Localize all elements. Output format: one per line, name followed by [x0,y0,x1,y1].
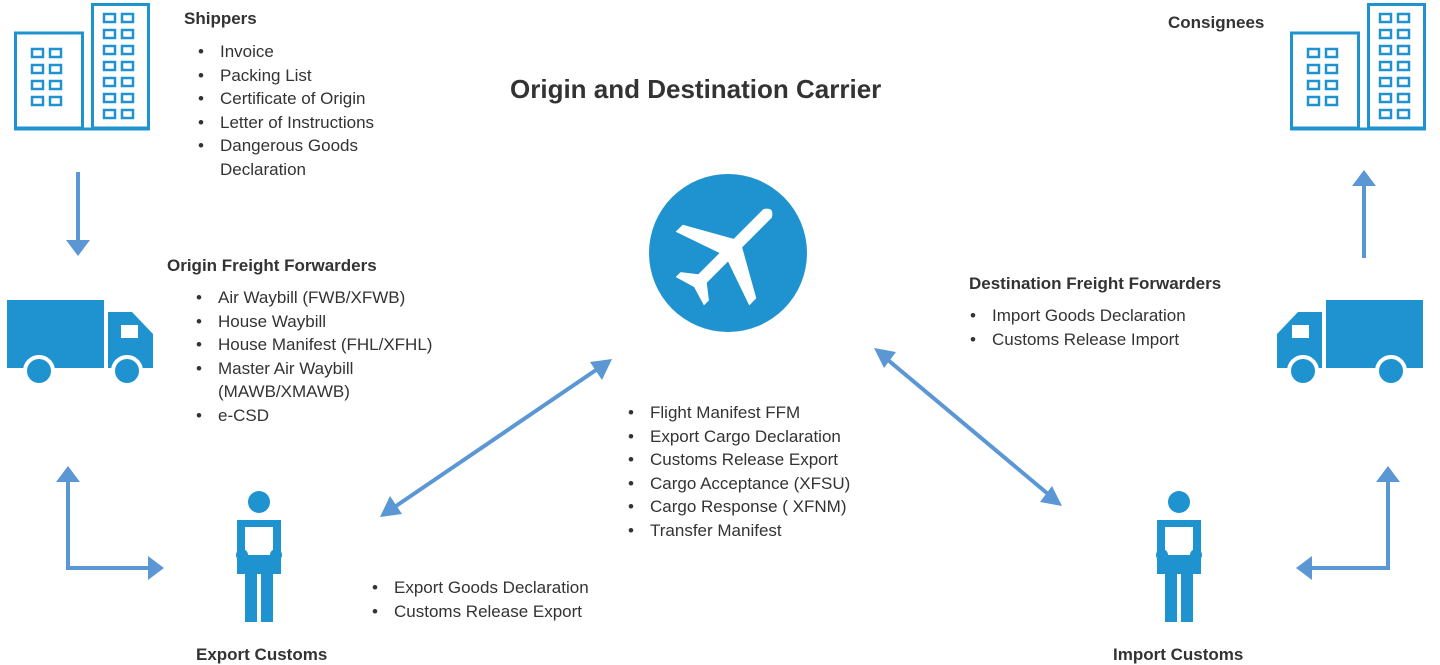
export-officer-icon [236,491,282,622]
airplane-icon [649,174,807,332]
list-item: Letter of Instructions [194,111,424,135]
export-customs-heading: Export Customs [196,645,328,664]
list-item: Air Waybill (FWB/XFWB) [192,286,452,310]
arrow-forwarder-export-customs [56,466,164,580]
origin-forwarders-heading: Origin Freight Forwarders [167,256,377,275]
shipper-building-icon [12,3,152,131]
list-item: Invoice [194,40,424,64]
origin-forwarders-list: Air Waybill (FWB/XFWB) House Waybill Hou… [192,286,452,427]
list-item: Transfer Manifest [624,519,904,543]
list-item: Flight Manifest FFM [624,401,904,425]
list-item: Customs Release Export [368,600,658,624]
origin-truck-icon [5,298,155,387]
list-item: Export Goods Declaration [368,576,658,600]
list-item: Cargo Response ( XFNM) [624,495,904,519]
list-item: Packing List [194,64,424,88]
destination-forwarders-list: Import Goods Declaration Customs Release… [966,304,1256,351]
arrow-shipper-to-forwarder [66,172,90,256]
list-item: Customs Release Import [966,328,1256,352]
destination-truck-icon [1275,298,1425,387]
import-customs-heading: Import Customs [1113,645,1244,664]
list-item: Master Air Waybill (MAWB/XMAWB) [192,357,393,404]
consignee-building-icon [1288,3,1428,131]
shippers-heading: Shippers [184,9,257,28]
list-item: Dangerous Goods Declaration [194,134,395,181]
arrow-carrier-import-customs [874,348,1062,506]
export-customs-list: Export Goods Declaration Customs Release… [368,576,658,623]
shippers-list: Invoice Packing List Certificate of Orig… [194,40,424,181]
consignees-heading: Consignees [1168,13,1265,32]
list-item: Customs Release Export [624,448,904,472]
list-item: Certificate of Origin [194,87,424,111]
list-item: House Waybill [192,310,452,334]
list-item: Export Cargo Declaration [624,425,904,449]
list-item: Import Goods Declaration [966,304,1256,328]
page-title: Origin and Destination Carrier [510,74,882,104]
carrier-list: Flight Manifest FFM Export Cargo Declara… [624,401,904,542]
list-item: e-CSD [192,404,452,428]
list-item: House Manifest (FHL/XFHL) [192,333,452,357]
arrow-forwarder-to-consignee [1352,170,1376,258]
arrow-carrier-export-customs [380,359,612,517]
import-officer-icon [1156,491,1202,622]
list-item: Cargo Acceptance (XFSU) [624,472,904,496]
arrow-import-customs-forwarder [1296,466,1400,580]
destination-forwarders-heading: Destination Freight Forwarders [969,274,1222,293]
